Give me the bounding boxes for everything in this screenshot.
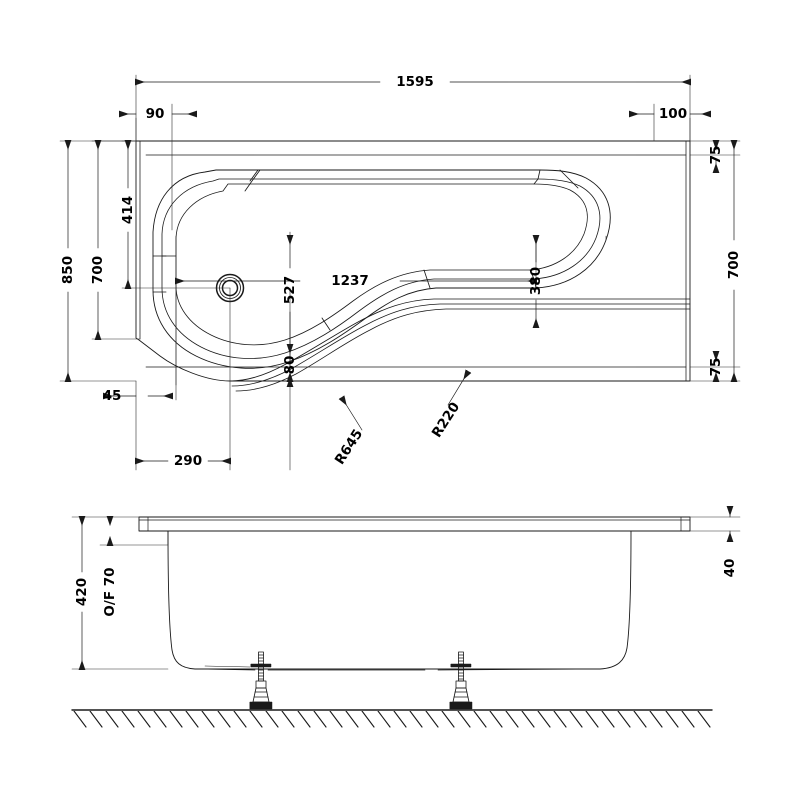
dim-1595: 1595 [396,74,434,90]
dim-414: 414 [120,196,136,224]
dim-100: 100 [659,106,687,122]
bath-foot [249,651,473,710]
dim-527: 527 [282,276,298,304]
plan-view-front-skirt [229,298,691,392]
plan-dimension-lines [64,78,738,465]
plan-view-tub-base [175,183,588,346]
dim-75-top: 75 [708,146,724,165]
dim-1237: 1237 [331,273,369,289]
plan-view-bath-outline [135,140,691,382]
dim-850: 850 [60,256,76,284]
dim-45: 45 [103,388,122,404]
dim-r220: R220 [429,399,463,440]
dim-700-right: 700 [726,251,742,279]
plan-view-tub-inner-edge [161,178,601,359]
dim-380: 380 [528,267,544,295]
elevation-view [138,516,691,671]
dim-40: 40 [722,559,738,578]
dim-700-left: 700 [90,256,106,284]
dim-80: 80 [282,356,298,375]
elevation-extension-lines [71,516,741,670]
plan-radius-leaders [338,369,472,431]
floor-line [71,709,713,728]
dim-r645: R645 [332,426,366,467]
elevation-dimension-lines [78,506,734,670]
dimension-text-group: 1595 90 100 850 700 414 75 700 75 1237 5… [60,74,742,617]
dim-420: 420 [74,578,90,606]
dim-90: 90 [146,106,165,122]
dim-75-bottom: 75 [708,358,724,377]
dim-of70: O/F 70 [102,567,118,616]
plan-view-inner-rim [145,154,687,368]
plan-view-rim-detail-lines [152,169,579,331]
plan-extension-lines [59,74,741,471]
dim-290: 290 [174,453,202,469]
